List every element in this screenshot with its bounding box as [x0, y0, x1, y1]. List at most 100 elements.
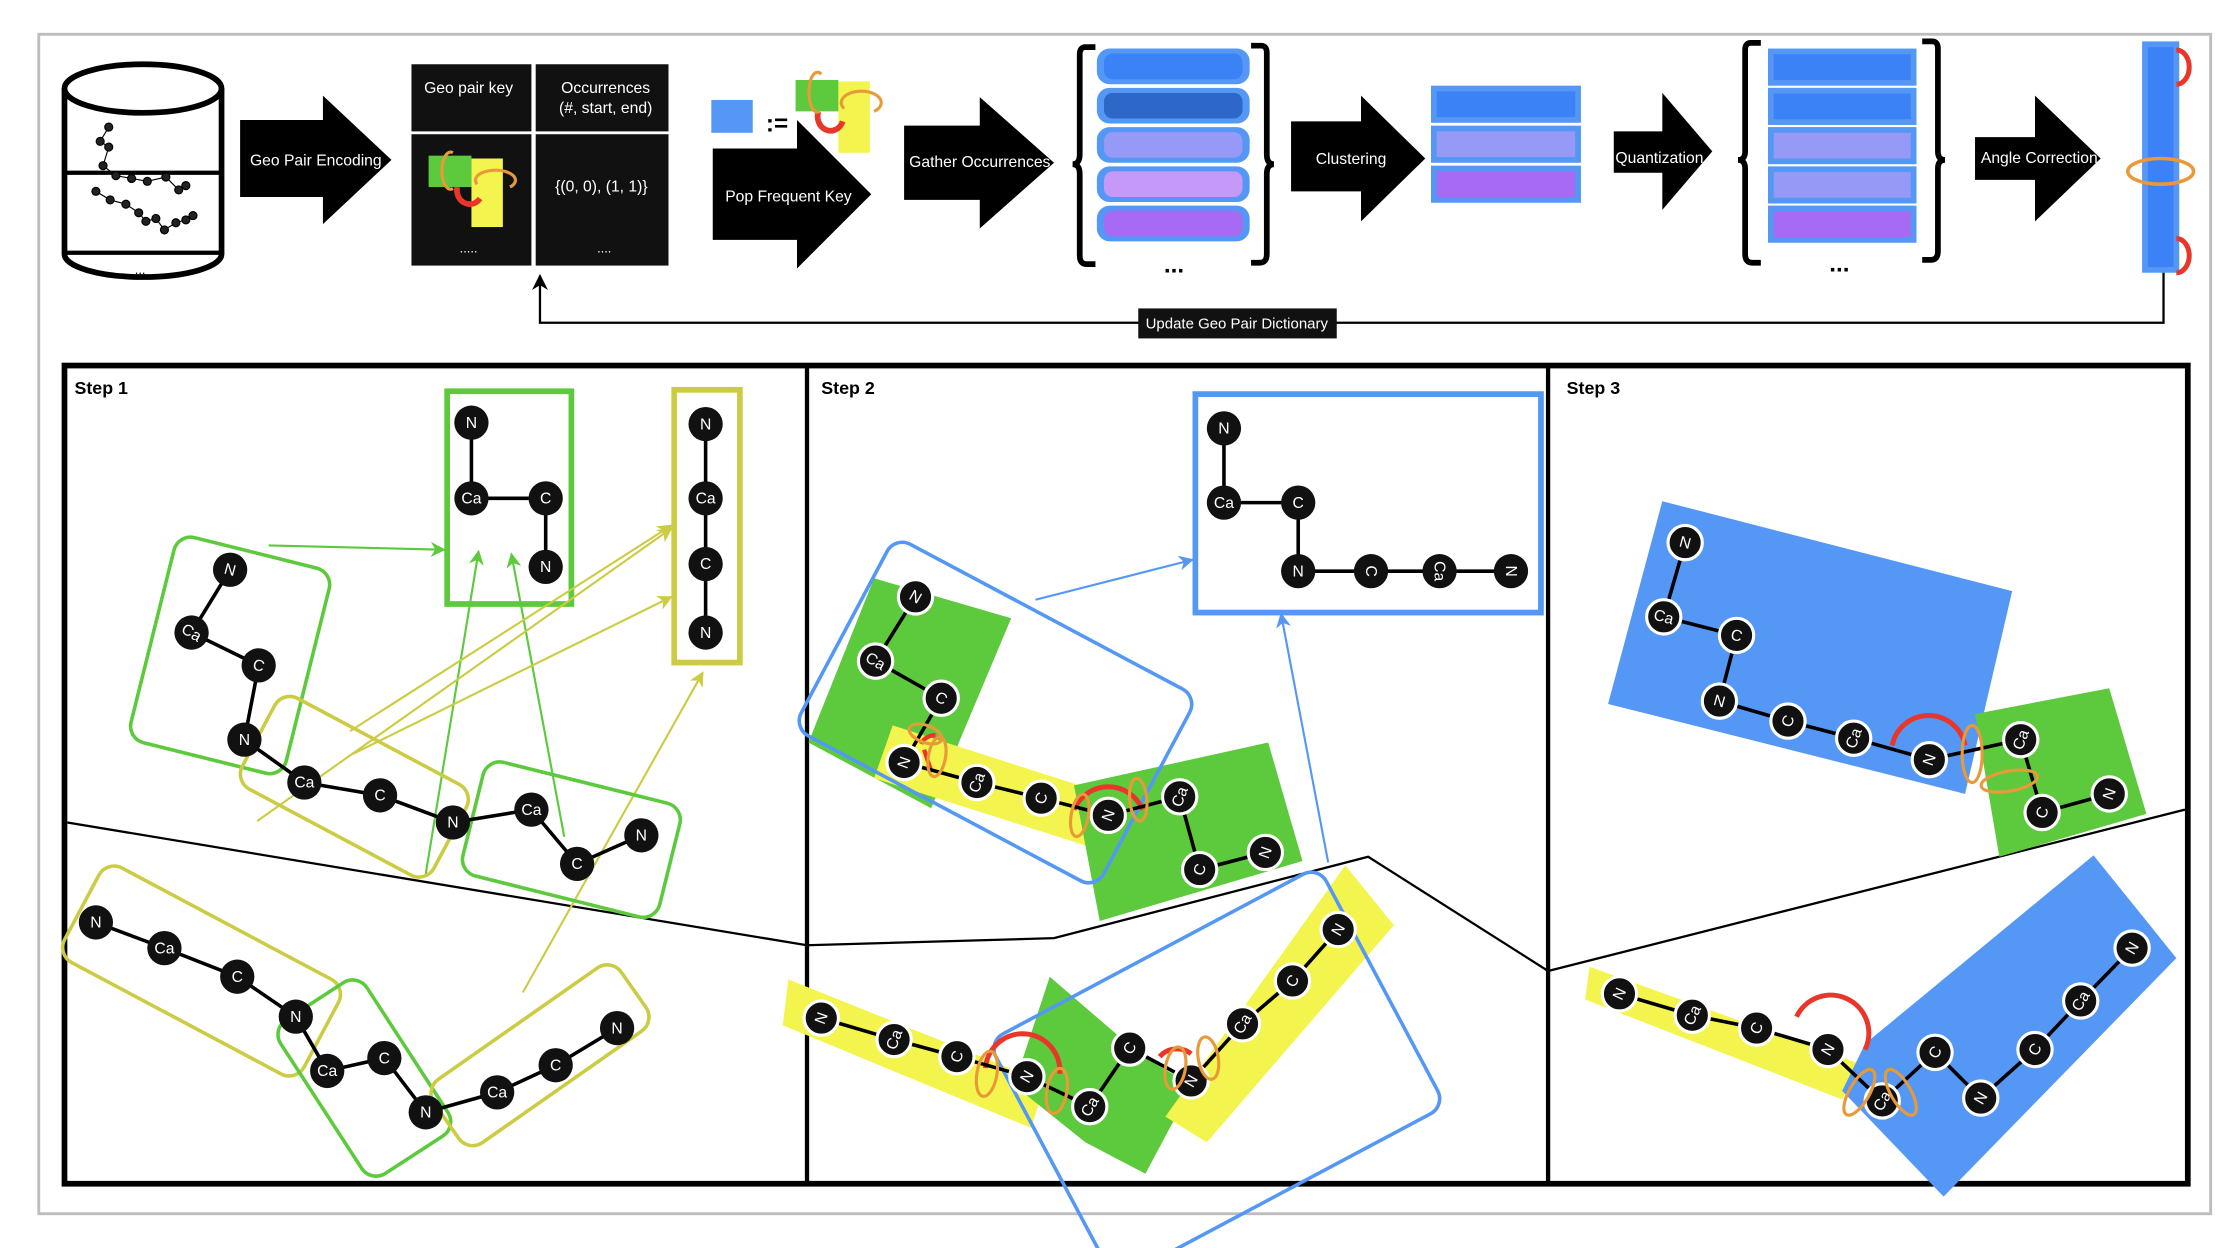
atom-circle: [1645, 598, 1683, 636]
atom-node: N: [802, 999, 840, 1037]
atom-node: C: [367, 1040, 402, 1076]
atom-node: Ca: [310, 1053, 345, 1089]
atom-node: C: [1737, 1009, 1776, 1047]
atom-label: N: [1610, 985, 1630, 1002]
atom-node: C: [528, 481, 563, 516]
atom-node: N: [1910, 740, 1949, 779]
clustering-arrow: Clustering: [1291, 95, 1426, 222]
atom-label: N: [636, 828, 647, 845]
occurrence-item-fill: [1104, 210, 1243, 237]
atom-label: C: [948, 1049, 968, 1065]
pipeline: ... Geo Pair Encoding Geo pair key Occur…: [61, 38, 2196, 339]
database-ellipsis: ...: [135, 262, 146, 277]
torsion-ring: [1842, 1067, 1877, 1117]
atom-node: C: [559, 846, 595, 882]
mapping-arrow: [521, 671, 704, 993]
atom-label: N: [895, 755, 915, 771]
torsion-ring: [974, 1049, 1000, 1098]
atom-circle: [1206, 485, 1242, 520]
atom-node: N: [2090, 775, 2128, 813]
atom-node: C: [1273, 962, 1312, 1000]
atom-circle: [2061, 982, 2100, 1020]
occurrence-set: ...: [1072, 42, 1275, 279]
atom-circle: [856, 642, 895, 680]
atom-label: N: [1099, 807, 1119, 823]
atom-node: N: [688, 615, 723, 650]
atom-circle: [922, 679, 960, 717]
atom-label: Ca: [1843, 726, 1866, 751]
atom-circle: [1172, 1062, 1210, 1100]
atom-circle: [241, 648, 276, 683]
token-green: [1014, 976, 1193, 1174]
atom-label: N: [700, 625, 711, 642]
torsion-ring: [1163, 1045, 1188, 1091]
atom-circle: [454, 405, 489, 440]
atom-circle: [599, 1010, 635, 1046]
mapping-arrow: [256, 527, 673, 822]
trajectory-line: [95, 190, 194, 231]
atom-circle: [367, 1040, 402, 1076]
trajectory-point: [142, 176, 152, 186]
atom-circle: [688, 481, 723, 516]
atom-node: Ca: [1071, 1087, 1109, 1126]
trajectory-point: [171, 218, 181, 228]
trajectory-point: [159, 225, 170, 235]
corrected-token-icon: [2126, 41, 2196, 276]
step-2-title: Step 2: [821, 378, 875, 398]
atom-node: Ca: [2002, 720, 2040, 759]
trajectory-point: [127, 173, 137, 184]
atom-circle: [1246, 833, 1285, 872]
assign-symbol: :=: [766, 110, 788, 137]
torsion-ring: [1044, 1066, 1070, 1116]
atom-node: Ca: [875, 1020, 913, 1059]
trajectory-point: [98, 161, 108, 171]
trajectory-point: [161, 172, 171, 182]
update-dictionary-feedback: Update Geo Pair Dictionary: [531, 272, 2165, 339]
trajectory-point: [105, 195, 115, 205]
occurrence-item-fill: [1104, 132, 1243, 158]
atom-node: N: [688, 406, 723, 442]
atom-node: Ca: [2061, 982, 2100, 1020]
atom-circle: [896, 578, 935, 616]
atom-circle: [958, 763, 996, 802]
cluster-item-fill: [1436, 91, 1576, 118]
atom-label: N: [2100, 786, 2120, 802]
atom-circle: [1008, 1057, 1046, 1096]
atom-label: Ca: [1681, 1003, 1705, 1029]
atom-circle: [435, 805, 471, 840]
atom-circle: [2113, 929, 2151, 967]
atom-circle: [1022, 779, 1060, 817]
geo-pair-table: Geo pair key Occurrences (#, start, end)…: [411, 64, 669, 266]
group-outline-green: [276, 978, 453, 1178]
occurrence-item-fill: [1104, 92, 1243, 119]
atom-label: N: [1256, 844, 1276, 860]
atom-node: N: [212, 552, 248, 587]
table-occ-more: ....: [597, 241, 611, 256]
gather-occurrences-arrow: Gather Occurrences: [904, 97, 1055, 229]
geo-pair-encoding-arrow: Geo Pair Encoding: [240, 95, 392, 225]
atom-node: Ca: [147, 931, 182, 966]
atom-node: C: [2016, 1030, 2054, 1069]
quantized-set-ellipsis: ...: [1829, 250, 1849, 277]
atom-label: N: [1502, 565, 1519, 576]
atom-node: N: [1246, 833, 1285, 872]
step-3-title: Step 3: [1567, 378, 1621, 398]
atom-node: N: [1600, 975, 1639, 1013]
database-icon: ...: [61, 61, 225, 280]
atom-circle: [362, 778, 398, 813]
atom-label: C: [540, 491, 551, 508]
atom-node: N: [1666, 523, 1704, 562]
atom-circle: [480, 1075, 515, 1110]
quantized-set: ...: [1737, 38, 1946, 277]
atom-node: Ca: [958, 763, 996, 802]
step-1-title: Step 1: [74, 378, 128, 398]
trajectory-point: [188, 211, 198, 221]
trajectory-point: [111, 171, 121, 181]
group-outline-olive: [60, 864, 343, 1078]
atom-circle: [624, 818, 659, 853]
torsion-ring: [1127, 776, 1149, 823]
angle-arc: [1794, 992, 1872, 1051]
